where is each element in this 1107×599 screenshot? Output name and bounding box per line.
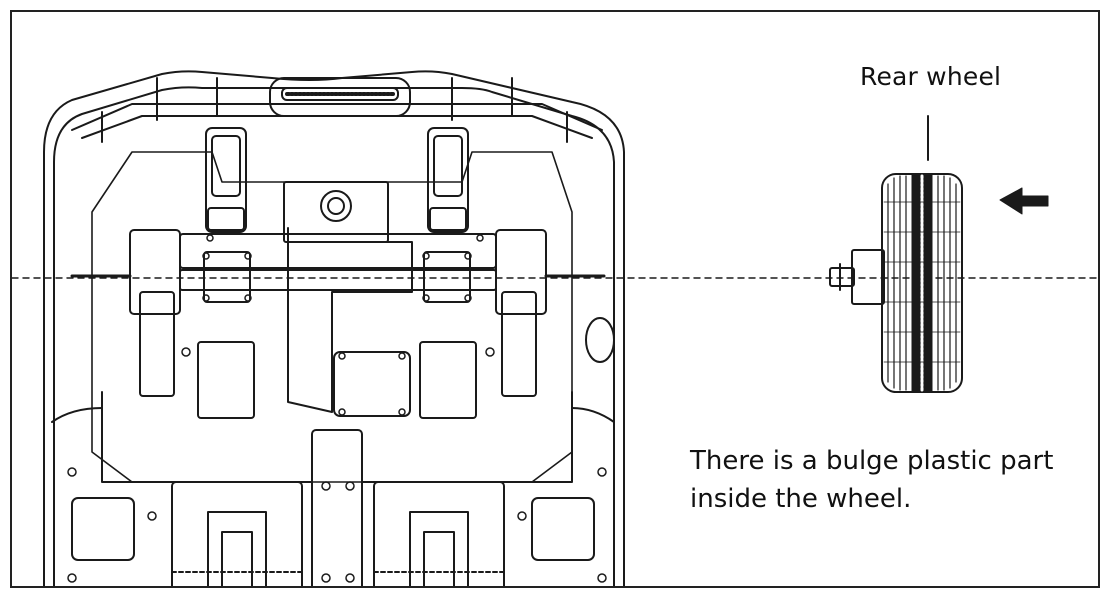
arrow-left-icon [999,187,1049,215]
diagram-frame: Rear wheel There is a bulge plastic part… [10,10,1100,588]
rear-wheel-label: Rear wheel [860,62,1002,91]
mower-body [43,70,625,586]
caption-line-1: There is a bulge plastic part [690,446,1054,476]
rear-wheel-drawing [829,115,963,393]
caption: There is a bulge plastic part inside the… [690,442,1090,518]
mower-wheel-diagram [12,70,1098,586]
caption-line-2: inside the wheel. [690,484,912,514]
